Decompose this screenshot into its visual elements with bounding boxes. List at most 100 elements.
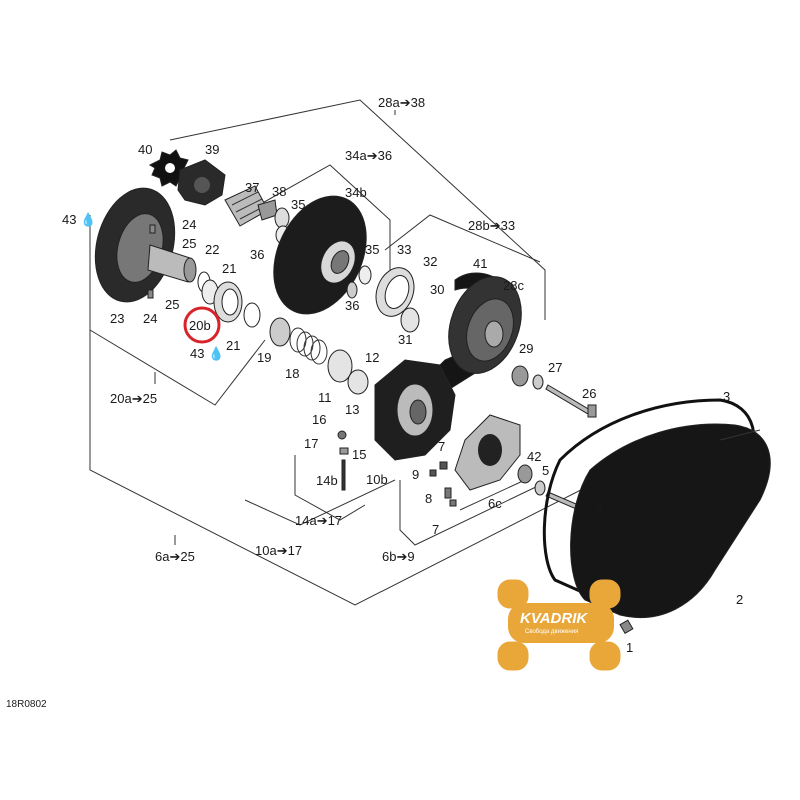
watermark-tagline: Свобода движения: [525, 629, 578, 635]
group-bracket-lines: [89, 99, 621, 606]
part-20b-bushing: [213, 281, 243, 323]
label-part-34b: 34b: [345, 185, 367, 200]
part-15-slider: [339, 447, 349, 455]
callout-14a-17: 14a➔17: [295, 513, 342, 528]
part-shapes: [94, 149, 771, 635]
label-part-37: 37: [245, 180, 259, 195]
label-part-1: 1: [626, 640, 633, 655]
watermark-brand: KVADRIK: [520, 610, 588, 627]
label-part-17: 17: [304, 436, 318, 451]
callout-6b-9: 6b➔9: [382, 549, 415, 564]
label-part-43: 43: [62, 212, 76, 227]
part-7-screw: [449, 499, 457, 507]
label-part-12: 12: [365, 350, 379, 365]
label-part-23: 23: [110, 311, 124, 326]
label-part-9: 9: [412, 467, 419, 482]
callout-34a-36: 34a➔36: [345, 148, 392, 163]
part-26-bolt: [545, 384, 597, 418]
part-1-bolt: [619, 619, 634, 635]
label-part-4: 4: [596, 501, 603, 516]
callout-6a-25: 6a➔25: [155, 549, 195, 564]
part-43-fixed-sheave: [94, 187, 197, 303]
label-part-40: 40: [138, 142, 152, 157]
label-part-10b: 10b: [366, 472, 388, 487]
label-part-13: 13: [345, 402, 359, 417]
label-part-35b: 35: [365, 242, 379, 257]
label-part-7b: 7: [432, 522, 439, 537]
label-part-24b: 24: [143, 311, 157, 326]
label-part-28c: 28c: [503, 278, 524, 293]
label-part-2: 2: [736, 592, 743, 607]
part-30-roller: [400, 307, 420, 333]
label-part-8: 8: [425, 491, 432, 506]
part-24-pin: [149, 224, 156, 234]
label-part-14b: 14b: [316, 473, 338, 488]
label-part-18: 18: [285, 366, 299, 381]
label-part-42: 42: [527, 449, 541, 464]
callout-20a-25: 20a➔25: [110, 391, 157, 406]
label-part-32: 32: [423, 254, 437, 269]
label-part-26: 26: [582, 386, 596, 401]
part-38-washer: [274, 207, 290, 229]
oil-drop-icon: 💧: [80, 212, 96, 227]
part-28c-driven-pulley: [448, 276, 522, 374]
label-part-3: 3: [723, 389, 730, 404]
part-16-roller: [337, 430, 347, 440]
label-part-6c: 6c: [488, 496, 502, 511]
part-13-bushing: [347, 369, 369, 395]
label-part-38: 38: [272, 184, 286, 199]
label-part-15: 15: [352, 447, 366, 462]
label-part-16: 16: [312, 412, 326, 427]
label-part-21: 21: [222, 261, 236, 276]
part-5-washer: [534, 480, 546, 496]
callout-28a-38: 28a➔38: [378, 95, 425, 110]
label-part-33: 33: [397, 242, 411, 257]
label-part-30: 30: [430, 282, 444, 297]
label-part-35: 35: [291, 197, 305, 212]
label-part-25b: 25: [165, 297, 179, 312]
label-part-41: 41: [473, 256, 487, 271]
label-part-11: 11: [318, 390, 332, 405]
label-part-21b: 21: [226, 338, 240, 353]
figure-code: 18R0802: [6, 699, 47, 710]
part-42-washer: [517, 464, 533, 484]
label-part-39: 39: [205, 142, 219, 157]
part-14b-pin: [341, 459, 346, 491]
callout-28b-33: 28b➔33: [468, 218, 515, 233]
callout-10a-17: 10a➔17: [255, 543, 302, 558]
part-37-splined-shaft: [224, 185, 278, 227]
label-part-36: 36: [250, 247, 264, 262]
part-36-washer-b: [346, 281, 358, 299]
label-part-27: 27: [548, 360, 562, 375]
label-part-5: 5: [542, 463, 549, 478]
label-part-31: 31: [398, 332, 412, 347]
label-part-43b: 43: [190, 346, 204, 361]
part-7-slider: [439, 461, 448, 470]
label-part-20b: 20b: [189, 318, 211, 333]
part-8-pin: [444, 487, 452, 499]
part-19-washer: [269, 317, 291, 347]
part-21b-ring: [243, 302, 261, 328]
label-part-36b: 36: [345, 298, 359, 313]
label-part-22: 22: [205, 242, 219, 257]
oil-drop-icon-2: 💧: [208, 346, 224, 361]
label-part-24: 24: [182, 217, 196, 232]
part-6c-spider: [454, 414, 521, 491]
part-35-bushing-b: [358, 265, 372, 285]
label-part-7: 7: [438, 439, 445, 454]
part-32-ring: [375, 267, 415, 317]
part-11-bushing: [327, 349, 353, 383]
label-part-19: 19: [257, 350, 271, 365]
part-29-bearing: [511, 365, 529, 387]
part-2-cover: [570, 423, 771, 619]
part-18-spring: [289, 327, 328, 365]
highlight-circle-20b: [183, 306, 221, 344]
watermark-logo: KVADRIK Свобода движения: [497, 579, 621, 671]
part-number-labels: 40 39 37 38 35 34b 36 35 36 43 💧 24 25 2…: [62, 142, 743, 655]
part-25-pin: [147, 289, 154, 299]
label-part-25: 25: [182, 236, 196, 251]
part-10b-movable-sheave: [374, 359, 456, 461]
label-part-29: 29: [519, 341, 533, 356]
part-9-slider: [429, 469, 437, 477]
